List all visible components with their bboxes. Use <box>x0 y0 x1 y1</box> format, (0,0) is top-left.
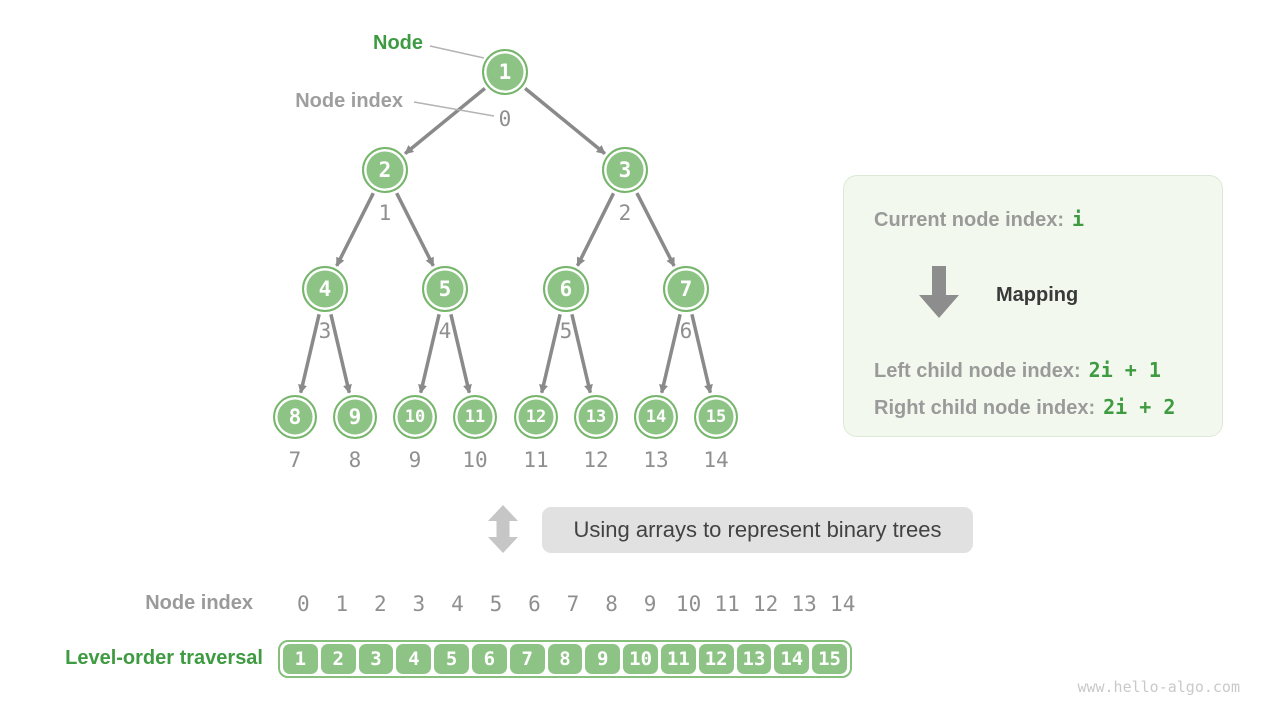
array-index: 5 <box>489 592 503 616</box>
array-node-index-label: Node index <box>145 592 253 614</box>
array-index: 3 <box>412 592 426 616</box>
array-index: 2 <box>374 592 387 616</box>
index-mapping-panel: Current node index: i Mapping Left child … <box>843 175 1223 437</box>
array-index: 9 <box>643 592 657 616</box>
array-cell: 8 <box>547 644 583 674</box>
tree-node-index: 6 <box>679 319 693 343</box>
array-cell: 15 <box>812 644 847 674</box>
tree-node-9: 9 <box>333 395 377 439</box>
array-index: 0 <box>296 592 310 616</box>
tree-node-10: 10 <box>393 395 437 439</box>
tree-node-index: 4 <box>438 319 452 343</box>
array-cell: 11 <box>660 644 696 674</box>
tree-node-index: 2 <box>618 201 632 225</box>
tree-node-index: 10 <box>462 448 488 472</box>
array-cell: 12 <box>698 644 734 674</box>
current-node-index-value: i <box>1072 207 1085 231</box>
tree-node-index: 11 <box>523 448 549 472</box>
mapping-label: Mapping <box>996 284 1079 306</box>
tree-node-14: 14 <box>634 395 678 439</box>
array-cell: 5 <box>434 644 469 674</box>
array-index: 6 <box>528 592 541 616</box>
tree-node-index: 12 <box>583 448 609 472</box>
tree-edge <box>403 87 487 155</box>
tree-node-15: 15 <box>694 395 738 439</box>
tree-node-5: 5 <box>422 266 468 312</box>
tree-edge <box>539 313 562 394</box>
up-down-arrow-icon <box>488 505 518 553</box>
tree-node-index: 5 <box>559 319 573 343</box>
array-cell: 6 <box>471 644 507 674</box>
array-index: 8 <box>605 592 618 616</box>
tree-node-index: 7 <box>288 448 302 472</box>
array-index: 14 <box>830 592 856 616</box>
array-cell: 14 <box>774 644 810 674</box>
tree-node-3: 3 <box>602 147 648 193</box>
array-cell: 7 <box>509 644 545 674</box>
tree-node-1: 1 <box>482 49 528 95</box>
current-node-index-label: Current node index: <box>874 209 1065 231</box>
array-index: 1 <box>335 592 349 616</box>
array-cell: 10 <box>623 644 658 674</box>
array-cell: 9 <box>585 644 621 674</box>
right-child-label: Right child node index: <box>874 397 1096 419</box>
tree-edge <box>635 192 676 267</box>
leader-lines <box>413 45 495 117</box>
tree-node-11: 11 <box>453 395 497 439</box>
caption-bubble: Using arrays to represent binary trees <box>542 507 973 553</box>
tree-edge <box>575 192 616 267</box>
tree-node-12: 12 <box>514 395 558 439</box>
array-cell: 13 <box>736 644 772 674</box>
tree-edge <box>395 192 435 267</box>
current-node-index-line: Current node index: i <box>874 205 1084 233</box>
array-index: 10 <box>675 592 702 616</box>
array-cell: 2 <box>320 644 356 674</box>
array-index: 7 <box>566 592 580 616</box>
node-index-callout-label: Node index <box>295 90 403 112</box>
tree-node-2: 2 <box>362 147 408 193</box>
tree-edge <box>298 313 321 394</box>
array-cell: 4 <box>396 644 432 674</box>
left-child-line: Left child node index: 2i + 1 <box>874 356 1161 384</box>
left-child-formula: 2i + 1 <box>1088 358 1161 382</box>
array-index: 11 <box>714 592 740 616</box>
tree-node-index: 14 <box>703 448 729 472</box>
tree-edge <box>329 313 352 394</box>
right-child-line: Right child node index: 2i + 2 <box>874 393 1175 421</box>
array-cell: 1 <box>283 644 318 674</box>
tree-node-4: 4 <box>302 266 348 312</box>
right-child-formula: 2i + 2 <box>1103 395 1176 419</box>
tree-node-index: 0 <box>498 107 512 131</box>
tree-node-index: 1 <box>378 201 392 225</box>
down-arrow-icon <box>919 266 959 318</box>
tree-edge <box>523 87 607 155</box>
array-index: 4 <box>451 592 464 616</box>
array-cell: 3 <box>358 644 394 674</box>
tree-node-index: 13 <box>643 448 669 472</box>
level-order-traversal-label: Level-order traversal <box>65 647 263 669</box>
array-index: 12 <box>752 592 779 616</box>
tree-node-index: 8 <box>348 448 362 472</box>
tree-edge <box>335 192 375 267</box>
watermark: www.hello-algo.com <box>1077 678 1240 696</box>
left-child-label: Left child node index: <box>874 360 1081 382</box>
tree-node-index: 3 <box>318 319 332 343</box>
tree-node-index: 9 <box>408 448 422 472</box>
array-index: 13 <box>791 592 817 616</box>
node-callout-label: Node <box>373 32 423 54</box>
tree-edge <box>418 313 441 394</box>
tree-node-7: 7 <box>663 266 709 312</box>
tree-edge <box>449 313 472 394</box>
tree-node-8: 8 <box>273 395 317 439</box>
tree-node-6: 6 <box>543 266 589 312</box>
tree-edge <box>690 313 713 394</box>
tree-edge <box>659 313 682 394</box>
tree-node-13: 13 <box>574 395 618 439</box>
tree-edge <box>570 313 593 394</box>
